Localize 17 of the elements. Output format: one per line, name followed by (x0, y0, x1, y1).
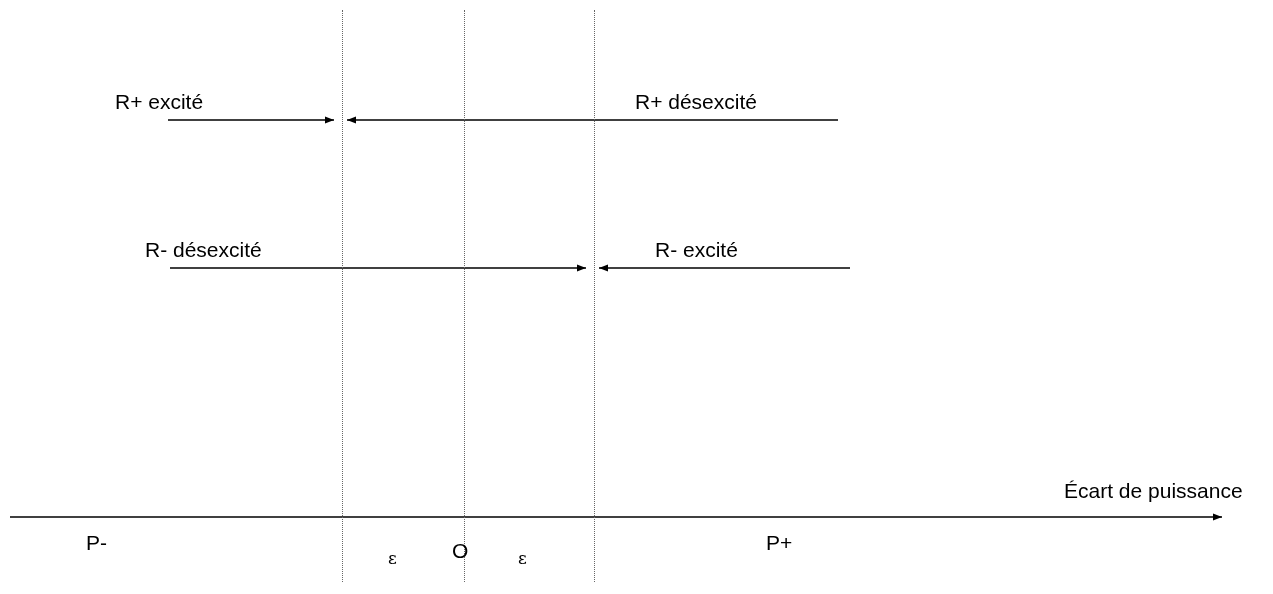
axis-label: Écart de puissance (1064, 480, 1243, 501)
dotted-guide-line (464, 10, 465, 582)
arrow (169, 264, 587, 272)
region-label: P- (86, 532, 107, 553)
arrow (167, 116, 335, 124)
arrow (346, 116, 839, 124)
dotted-guide-line (594, 10, 595, 582)
symbol-label: ε (388, 550, 397, 567)
origin-label: O (452, 540, 469, 561)
edge-label: R+ excité (115, 91, 204, 112)
symbol-label: ε (518, 550, 527, 567)
edge-label: R+ désexcité (635, 91, 757, 112)
edge-label: R- désexcité (145, 239, 262, 260)
dotted-guide-line (342, 10, 343, 582)
edge-label: R- excité (655, 239, 738, 260)
region-label: P+ (766, 532, 793, 553)
arrow (598, 264, 851, 272)
